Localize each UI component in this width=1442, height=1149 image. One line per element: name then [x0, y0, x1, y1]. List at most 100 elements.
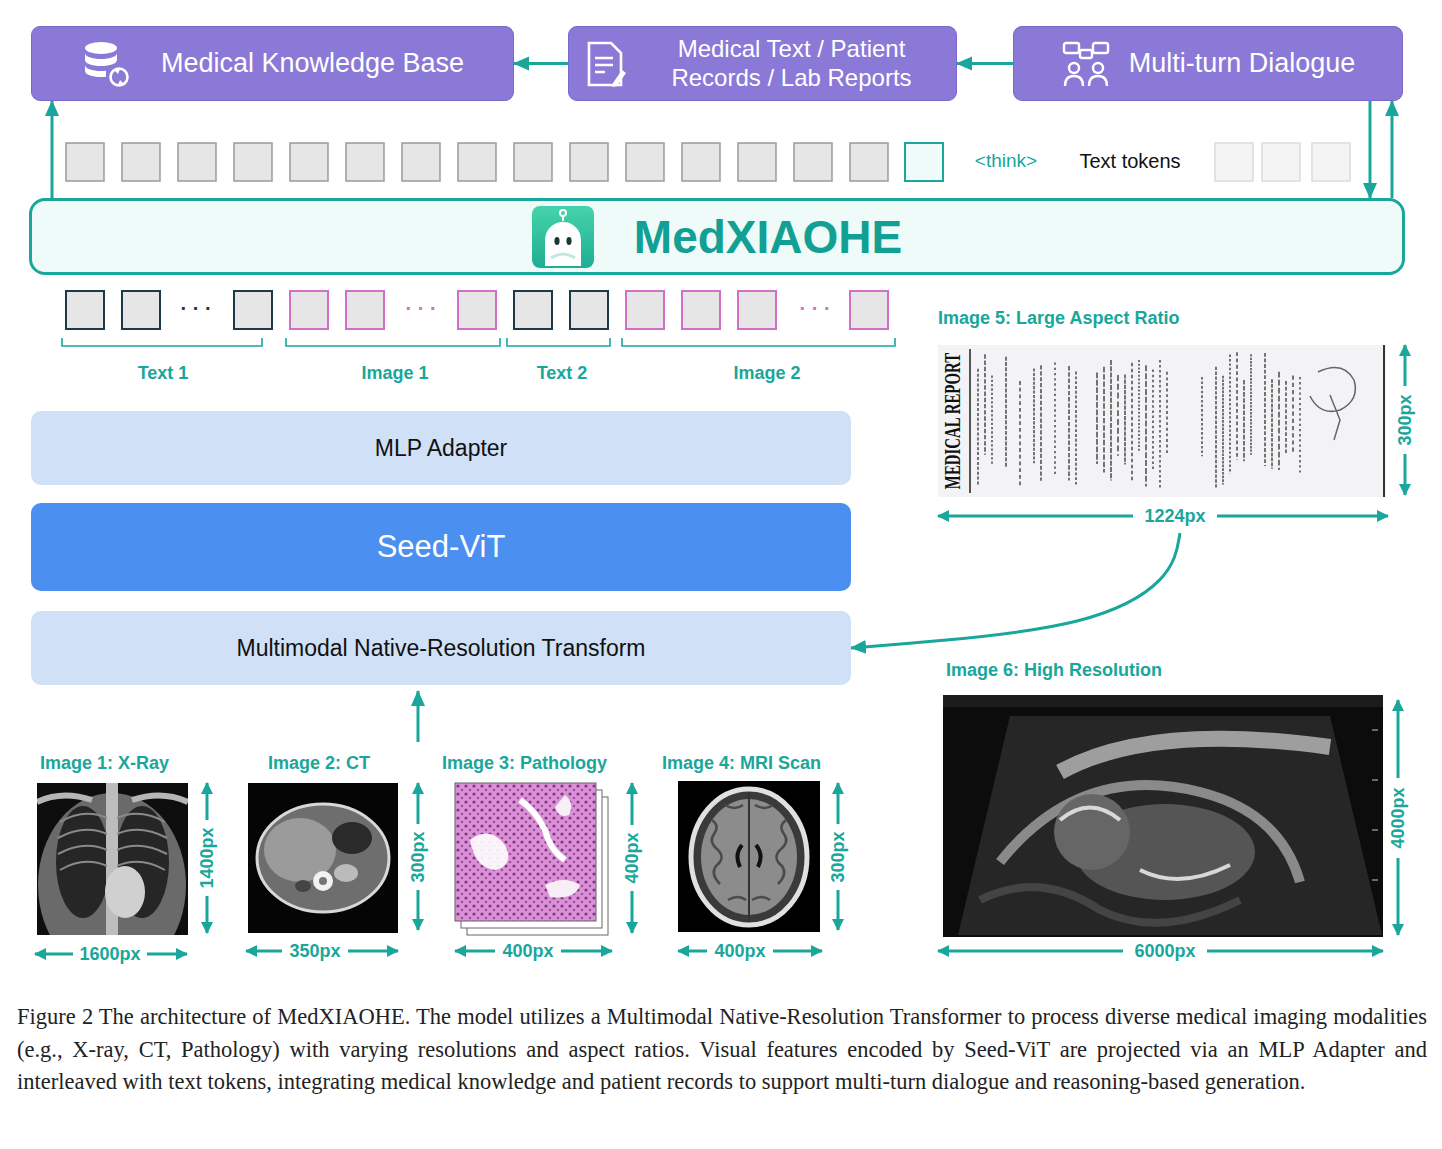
token-square: [682, 291, 720, 329]
group-label: Text 1: [138, 363, 189, 384]
report-text-lines: [1222, 376, 1224, 485]
ct-image: [248, 783, 398, 933]
group-label: Image 1: [361, 363, 428, 384]
report-text-lines: [1033, 369, 1035, 464]
xray-image: [105, 866, 145, 918]
report-heading: MEDICAL REPORT: [939, 353, 966, 489]
people-icon: [1089, 76, 1107, 86]
ellipsis: · · ·: [799, 297, 830, 320]
module-box: Multimodal Native-Resolution Transform: [31, 611, 851, 685]
ellipsis: · · ·: [180, 297, 211, 320]
report-text-lines: [1299, 377, 1301, 473]
dimension-label: 6000px: [1134, 941, 1195, 962]
report-text-lines: [1236, 352, 1238, 459]
logo-icon: [545, 222, 581, 266]
dimension-label: 1600px: [79, 944, 140, 965]
node-label: Image 4: MRI Scan: [662, 752, 840, 774]
people-icon: [1061, 40, 1111, 88]
token-square: [794, 143, 832, 181]
token-square: [234, 291, 272, 329]
ellipsis: · · ·: [405, 297, 436, 320]
bracket: [286, 338, 500, 346]
mri-image: [755, 805, 773, 808]
report-text-lines: [1229, 355, 1231, 474]
people-icon: [1064, 43, 1108, 86]
model-box: MedXIAOHE: [29, 198, 1405, 275]
report-text-lines: [1096, 372, 1098, 464]
dimension-arrow: [837, 783, 840, 824]
people-icon: [1093, 63, 1103, 73]
mri-image: [748, 792, 750, 922]
node-label: Multi-turn Dialogue: [1129, 47, 1356, 79]
xray-image: [60, 862, 107, 870]
xray-image: [37, 783, 188, 935]
dimension-arrow: [455, 950, 495, 953]
token-square: [1215, 143, 1253, 181]
dimension-arrow: [246, 950, 282, 953]
token-square: [514, 291, 552, 329]
dimension-arrow: [1397, 858, 1400, 935]
ultrasound-image: [1372, 730, 1378, 880]
report-text-lines: [1166, 372, 1168, 455]
report-text-lines: [1054, 363, 1056, 476]
document-icon: [612, 70, 626, 87]
mri-image: [678, 781, 820, 932]
ultrasound-image: [943, 695, 1383, 937]
caption-text: Figure 2 The architecture of MedXIAOHE. …: [17, 1004, 1427, 1094]
connector-arrow: [957, 62, 1013, 65]
ultrasound-image: [1372, 729, 1378, 731]
dimension-label: 4000px: [1388, 787, 1409, 848]
token-square: [458, 143, 496, 181]
mri-image: [776, 820, 786, 884]
report-text-lines: [1131, 363, 1133, 482]
xray-image: [117, 846, 167, 854]
ct-image: [248, 783, 398, 933]
ultrasound-image: [1372, 779, 1378, 781]
mri-image: [728, 897, 746, 900]
ct-image: [334, 864, 358, 882]
report-text-lines: [984, 354, 986, 454]
pathology-image: [545, 880, 580, 898]
node-label: Medical Text / Patient Records / Lab Rep…: [641, 35, 942, 93]
report-text-lines: [978, 352, 1300, 489]
pathology-image: [555, 795, 571, 816]
ultrasound-image: [1372, 829, 1378, 831]
node-label: Image 2: CT: [268, 752, 428, 774]
dimension-label: 400px: [714, 941, 765, 962]
xray-image: [58, 846, 107, 854]
ct-image: [295, 880, 311, 892]
report-image: [1383, 345, 1385, 497]
dimension-label: 1224px: [1144, 506, 1205, 527]
connector-arrow: [851, 533, 1180, 648]
dimension-arrow: [417, 783, 420, 824]
database-icon: [85, 64, 106, 77]
token-square: [682, 143, 720, 181]
node-label: Multimodal Native-Resolution Transform: [236, 635, 645, 662]
token-label: <think>: [975, 150, 1037, 172]
people-icon: [1065, 76, 1083, 86]
report-image: [938, 345, 1386, 497]
ultrasound-image: [1060, 808, 1230, 879]
token-square: [1312, 143, 1350, 181]
xray-image: [60, 814, 107, 822]
report-image: [938, 345, 1386, 497]
group-label: Text 2: [537, 363, 588, 384]
connector-arrow: [1369, 101, 1372, 198]
ultrasound-image: [943, 695, 1383, 937]
people-icon: [1069, 63, 1079, 73]
ct-image: [319, 877, 327, 885]
group-label: Image 2: [733, 363, 800, 384]
dimension-arrow: [631, 783, 634, 825]
xray-image: [58, 830, 107, 838]
dimension-label: 1600px: [79, 944, 140, 965]
report-text-lines: [1103, 367, 1105, 473]
mri-image: [725, 805, 743, 808]
node-label: Medical Knowledge Base: [161, 47, 464, 79]
source-box: Medical Text / Patient Records / Lab Rep…: [568, 26, 957, 101]
token-square: [905, 143, 943, 181]
token-square: [570, 291, 608, 329]
dimension-arrow: [206, 783, 209, 820]
token-label: <think>: [975, 150, 1037, 172]
